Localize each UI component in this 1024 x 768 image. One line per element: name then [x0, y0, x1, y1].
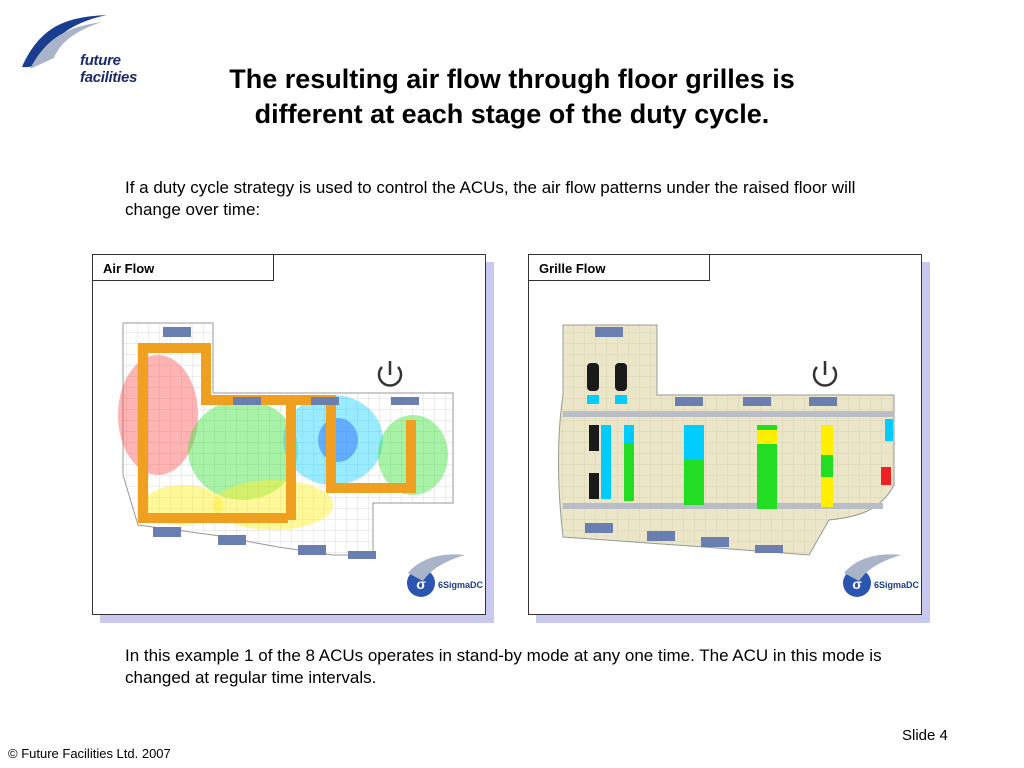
logo-text: future facilities	[80, 52, 138, 86]
power-icon	[377, 361, 403, 387]
tab-grille-flow[interactable]: Grille Flow	[529, 255, 710, 281]
6sigmadc-label: 6SigmaDC	[874, 580, 920, 590]
copyright-notice: © Future Facilities Ltd. 2007	[8, 746, 171, 761]
grille-flow-panel: σ 6SigmaDC Grille Flow	[528, 254, 930, 623]
floor-outline	[558, 324, 895, 556]
company-logo: future facilities	[12, 12, 172, 86]
air-flow-plan: σ 6SigmaDC	[118, 322, 484, 597]
rack-blocks	[587, 363, 627, 499]
acu-units	[585, 327, 837, 553]
example-paragraph: In this example 1 of the 8 ACUs operates…	[125, 646, 882, 687]
panel-frame: σ 6SigmaDC Air Flow	[92, 254, 486, 615]
air-flow-panel: σ 6SigmaDC Air Flow	[92, 254, 494, 623]
svg-text:σ: σ	[852, 576, 862, 592]
6sigmadc-logo-icon: σ	[407, 554, 465, 597]
grille-tiles	[587, 395, 893, 509]
tab-air-flow[interactable]: Air Flow	[93, 255, 274, 281]
grille-flow-plan: σ 6SigmaDC	[558, 324, 920, 597]
intro-paragraph: If a duty cycle strategy is used to cont…	[125, 178, 856, 219]
title-line-2: different at each stage of the duty cycl…	[254, 99, 770, 129]
acu-units	[153, 327, 419, 559]
logo-swoosh-icon	[22, 15, 107, 69]
row-dividers	[563, 411, 893, 509]
ducts	[138, 343, 416, 523]
slide-title: The resulting air flow through floor gri…	[150, 62, 874, 132]
title-line-1: The resulting air flow through floor gri…	[229, 64, 795, 94]
6sigmadc-logo-icon: σ	[843, 554, 901, 597]
svg-text:σ: σ	[416, 576, 426, 592]
panel-frame: σ 6SigmaDC Grille Flow	[528, 254, 922, 615]
6sigmadc-label: 6SigmaDC	[438, 580, 484, 590]
power-icon	[812, 361, 838, 387]
slide-number: Slide 4	[902, 727, 948, 744]
